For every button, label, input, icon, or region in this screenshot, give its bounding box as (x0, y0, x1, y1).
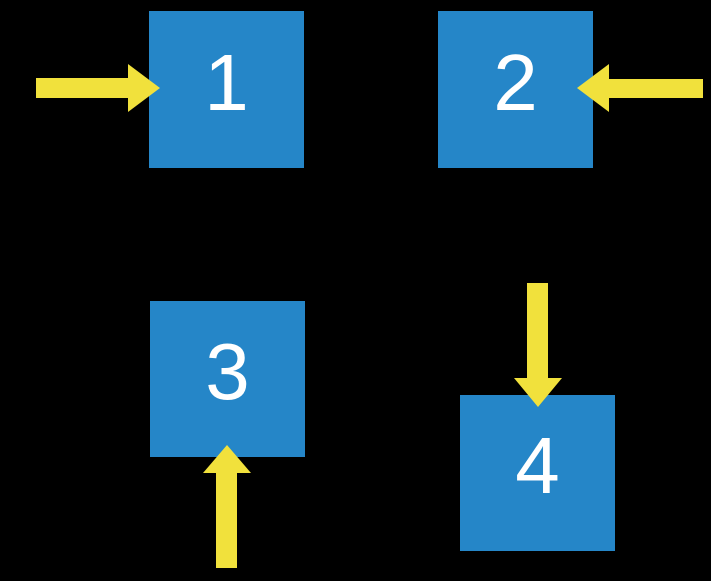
square-4: 4 (460, 395, 615, 551)
arrow-down-icon (514, 283, 562, 407)
arrow-shaft (36, 78, 132, 98)
arrow-head (577, 64, 609, 112)
arrow-head (514, 378, 562, 407)
square-3: 3 (150, 301, 305, 457)
square-2-label: 2 (493, 37, 538, 127)
square-4-label: 4 (515, 421, 560, 510)
square-1-label: 1 (204, 37, 249, 127)
arrow-up-icon (203, 445, 251, 568)
arrow-head (203, 445, 251, 473)
arrow-shaft (607, 79, 703, 98)
arrow-right-icon (36, 64, 160, 112)
arrow-shaft (216, 473, 237, 568)
square-2: 2 (438, 11, 593, 168)
arrow-head (128, 64, 160, 112)
arrow-left-icon (577, 64, 703, 112)
square-1: 1 (149, 11, 304, 168)
square-3-label: 3 (205, 327, 250, 416)
arrow-shaft (527, 283, 548, 379)
